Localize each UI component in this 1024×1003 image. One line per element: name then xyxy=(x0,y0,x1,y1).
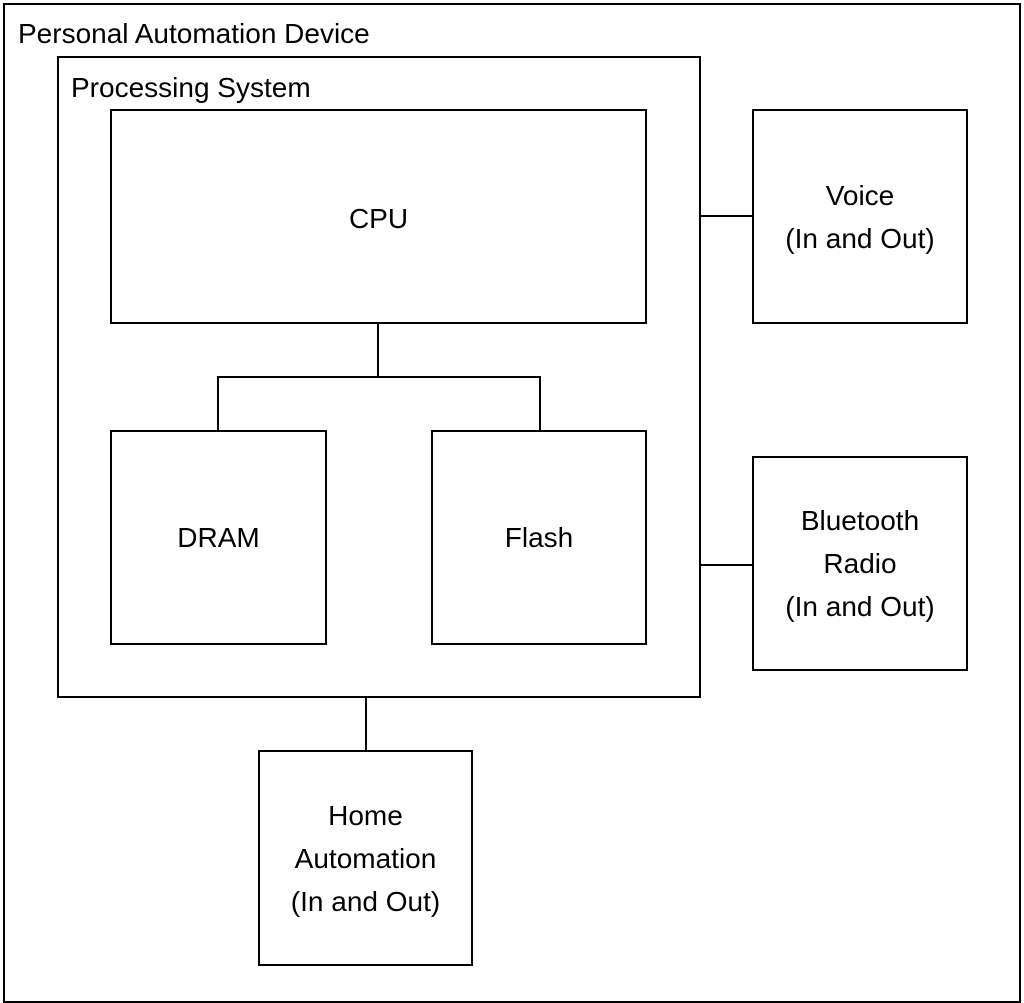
flash-box: Flash xyxy=(431,430,647,645)
cpu-connector xyxy=(377,323,379,378)
dram-box: DRAM xyxy=(110,430,327,645)
processing-system-label: Processing System xyxy=(71,72,311,103)
cpu-label: CPU xyxy=(348,203,409,234)
memory-bus xyxy=(217,376,541,378)
flash-connector xyxy=(539,376,541,432)
voice-connector xyxy=(700,215,754,217)
bluetooth-connector xyxy=(700,564,754,566)
voice-box: Voice (In and Out) xyxy=(752,109,968,324)
flash-label: Flash xyxy=(504,522,574,553)
home-automation-label: Home Automation (In and Out) xyxy=(290,799,441,917)
dram-connector xyxy=(217,376,219,432)
voice-label: Voice (In and Out) xyxy=(785,179,935,254)
dram-label: DRAM xyxy=(177,522,260,553)
bluetooth-radio-label: Bluetooth Radio (In and Out) xyxy=(785,505,935,622)
home-automation-box: Home Automation (In and Out) xyxy=(258,750,473,966)
home-automation-connector xyxy=(365,697,367,752)
cpu-box: CPU xyxy=(110,109,647,324)
bluetooth-radio-box: Bluetooth Radio (In and Out) xyxy=(752,456,968,671)
personal-automation-device-label: Personal Automation Device xyxy=(18,18,370,49)
